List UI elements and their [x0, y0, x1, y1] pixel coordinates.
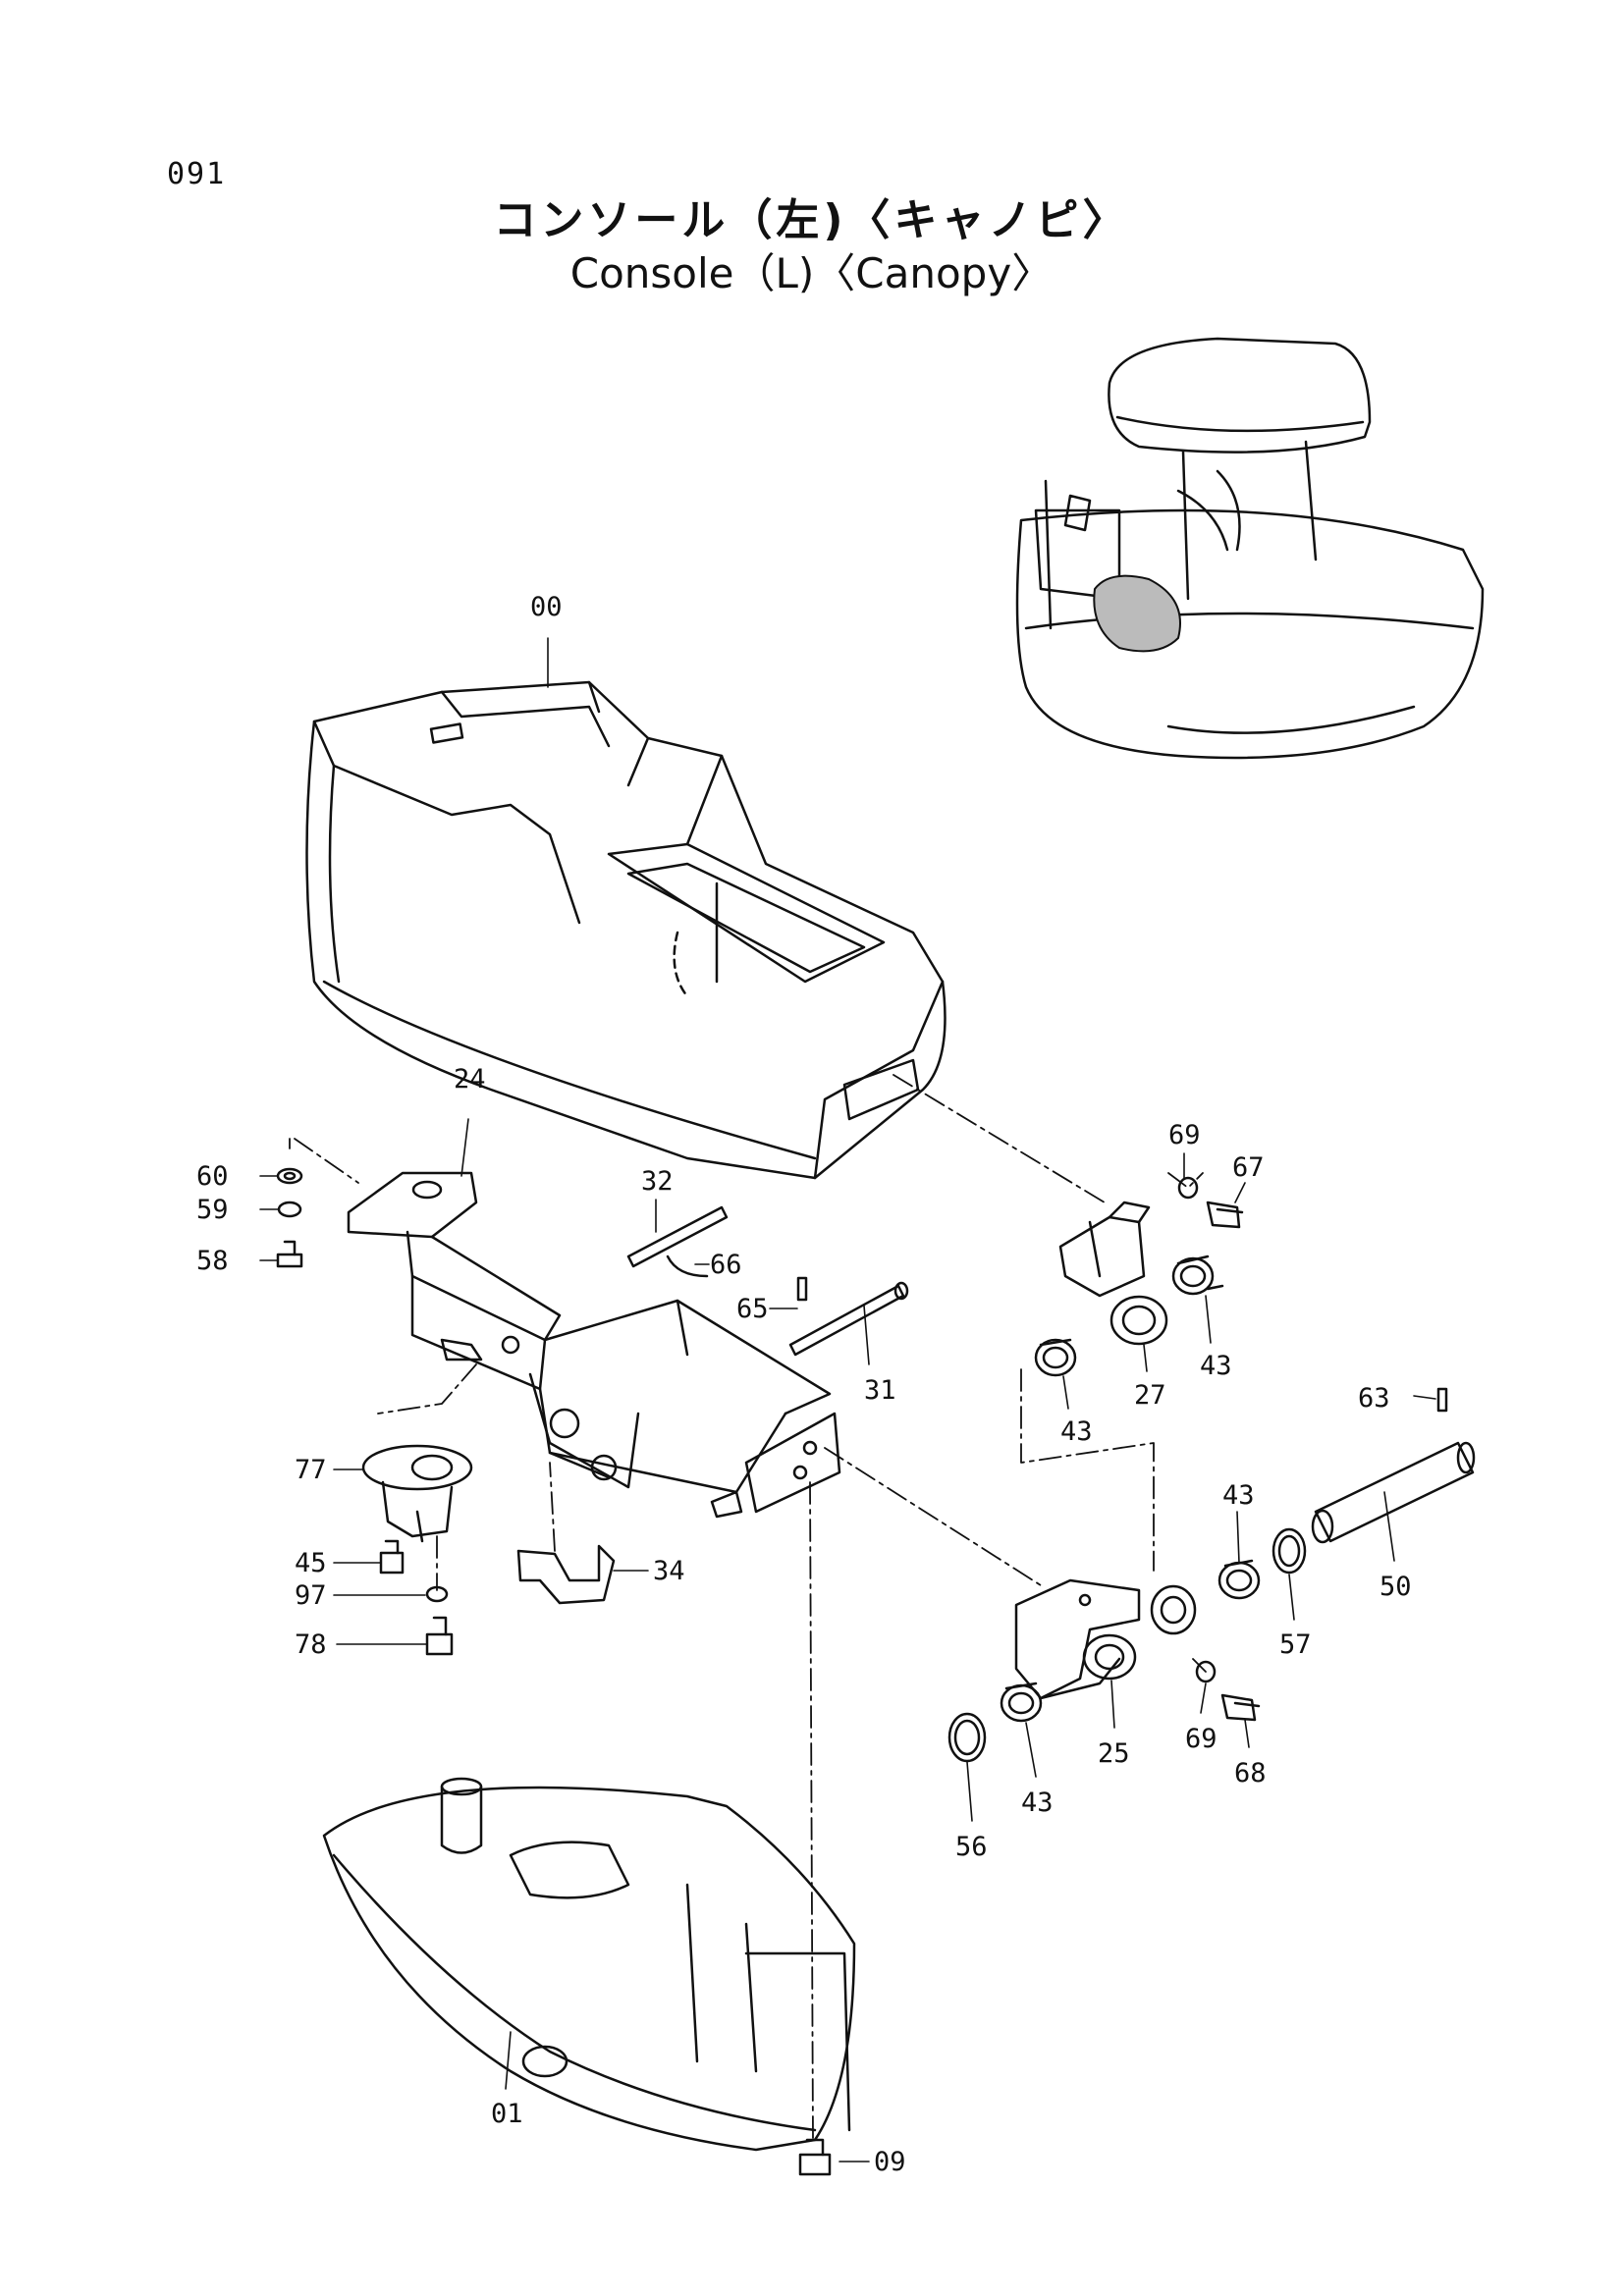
part-24-bracket-frame — [347, 1171, 841, 1519]
part-77-mount — [361, 1444, 473, 1543]
callout-69-upper: 69 — [1168, 1120, 1201, 1150]
callout-97: 97 — [295, 1580, 327, 1611]
callout-01: 01 — [491, 2099, 523, 2129]
callout-43-c: 43 — [1222, 1480, 1255, 1511]
callout-58: 58 — [196, 1246, 229, 1276]
part-65-pin — [796, 1276, 808, 1302]
callout-56: 56 — [955, 1832, 988, 1862]
callout-63: 63 — [1358, 1383, 1390, 1414]
callout-32: 32 — [641, 1166, 674, 1197]
assembly-lines — [289, 1074, 1207, 2141]
callout-68: 68 — [1234, 1758, 1267, 1789]
part-34-clamp — [516, 1544, 616, 1605]
fastener-68-bolt — [1220, 1693, 1261, 1722]
callout-labels: 00 24 60 59 58 32 66 65 31 69 67 43 27 4… — [196, 592, 1412, 2177]
callout-25: 25 — [1098, 1738, 1130, 1769]
fastener-09-bolt — [798, 2138, 832, 2176]
fastener-59-washer — [277, 1201, 302, 1218]
callout-50: 50 — [1380, 1572, 1412, 1602]
fastener-69-washer-upper — [1177, 1176, 1199, 1200]
fastener-60-washer — [276, 1167, 303, 1185]
washer-57 — [1271, 1527, 1307, 1575]
callout-43-b: 43 — [1060, 1416, 1093, 1447]
bushing-right — [1217, 1559, 1261, 1600]
fastener-78-bolt — [425, 1616, 454, 1656]
callout-27: 27 — [1134, 1380, 1166, 1411]
callout-34: 34 — [653, 1556, 685, 1586]
part-50-pin — [1311, 1441, 1476, 1544]
callout-65: 65 — [736, 1294, 769, 1324]
fastener-45-bolt — [379, 1539, 405, 1575]
bushing-lower — [1000, 1682, 1043, 1723]
callout-59: 59 — [196, 1195, 229, 1225]
part-63-pin — [1436, 1387, 1448, 1413]
callout-00: 00 — [530, 592, 563, 622]
callout-66: 66 — [710, 1250, 742, 1280]
page-title-english: Console（L)〈Canopy〉 — [569, 249, 1054, 297]
bushing-upper-left — [1034, 1338, 1077, 1377]
page-number: 091 — [167, 157, 227, 191]
part-25-bracket — [1014, 1578, 1141, 1700]
callout-60: 60 — [196, 1161, 229, 1192]
part-00-console-housing — [305, 680, 947, 1180]
callout-69-lower: 69 — [1185, 1724, 1217, 1754]
callout-78: 78 — [295, 1629, 327, 1660]
fastener-69-washer-lower — [1195, 1660, 1217, 1683]
callout-57: 57 — [1279, 1629, 1312, 1660]
bushings-43 — [1000, 1255, 1261, 1723]
page-title-japanese: コンソール（左)〈キャノピ〉 — [493, 195, 1130, 245]
washer-56 — [947, 1712, 987, 1763]
callout-43-a: 43 — [1200, 1351, 1232, 1381]
fastener-67-bolt — [1206, 1201, 1244, 1229]
callout-77: 77 — [295, 1455, 327, 1485]
part-66-clip — [666, 1255, 709, 1278]
leader-lines — [259, 637, 1436, 2163]
part-31-pin — [788, 1281, 909, 1357]
callout-67: 67 — [1232, 1152, 1265, 1183]
part-32-pin — [626, 1205, 729, 1268]
bushing-upper-right — [1171, 1255, 1224, 1296]
callout-45: 45 — [295, 1548, 327, 1578]
fastener-58-bolt — [276, 1240, 303, 1268]
part-01-lower-cover — [322, 1777, 856, 2152]
part-27-bracket — [1058, 1201, 1168, 1346]
callout-43-d: 43 — [1021, 1788, 1054, 1818]
callout-09: 09 — [874, 2147, 906, 2177]
callout-31: 31 — [864, 1375, 896, 1406]
machine-overview-illustration — [1015, 337, 1485, 760]
callout-24: 24 — [454, 1064, 486, 1095]
